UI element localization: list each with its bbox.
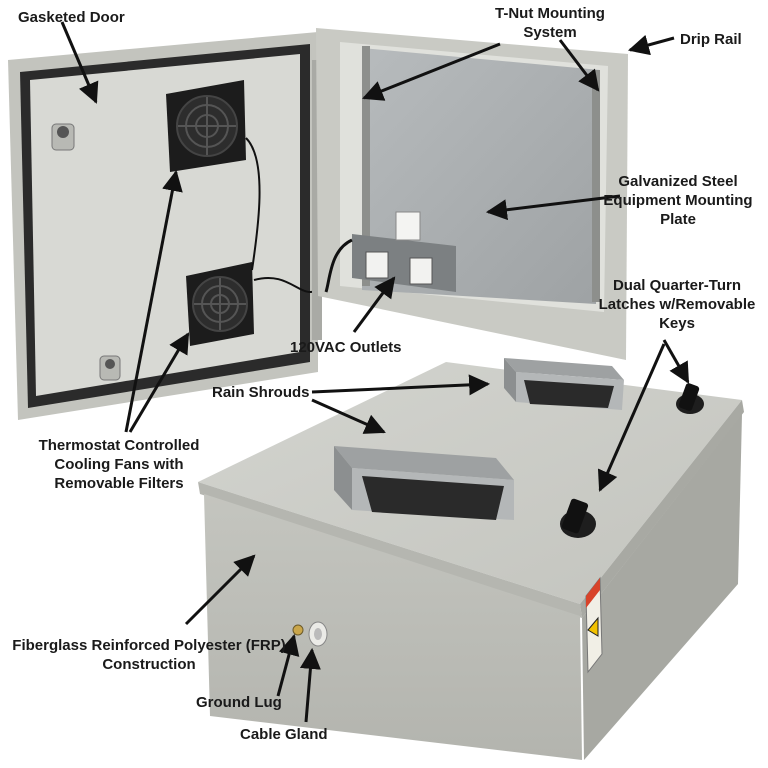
- enclosure-body-open: [316, 28, 628, 360]
- tnut-rail-right: [592, 70, 600, 302]
- arrow-latch-front: [597, 343, 666, 492]
- rain-shroud-front: [334, 446, 514, 520]
- label-gasketed-door: Gasketed Door: [18, 9, 125, 26]
- label-cable-gland: Cable Gland: [240, 726, 328, 743]
- ground-lug: [292, 624, 304, 636]
- arrow-ground-lug: [276, 633, 300, 697]
- arrow-tnut-right: [558, 39, 600, 92]
- closed-enclosure: [198, 358, 744, 760]
- label-cooling-fans: Thermostat Controlled Cooling Fans with …: [38, 437, 200, 492]
- arrow-fan-top: [124, 169, 183, 433]
- enclosure-front: [204, 494, 582, 760]
- arrow-latch-rear: [662, 339, 690, 384]
- arrow-cable-gland: [299, 647, 321, 723]
- quarter-turn-latch-rear: [676, 383, 704, 414]
- tnut-rail-left: [362, 46, 370, 286]
- door-hinge: [312, 60, 322, 340]
- arrow-tnut-left: [362, 42, 501, 101]
- gasketed-door: [8, 32, 319, 420]
- label-galvanized-plate: Galvanized Steel Equipment Mounting Plat…: [603, 173, 753, 228]
- arrow-rain-shroud-rear: [311, 374, 491, 396]
- arrow-galvanized-plate: [485, 194, 621, 221]
- quarter-turn-latch-front: [560, 498, 596, 538]
- label-outlets: 120VAC Outlets: [290, 339, 402, 356]
- arrow-fan-bottom: [128, 332, 190, 433]
- label-quarter-turn-latches: Dual Quarter-Turn Latches w/Removable Ke…: [598, 277, 756, 332]
- arrow-rain-shroud-front: [311, 398, 386, 434]
- enclosure-side: [582, 414, 742, 760]
- arrow-gasketed-door: [60, 21, 99, 104]
- label-rain-shrouds: Rain Shrouds: [212, 384, 310, 401]
- cable-gland: [308, 621, 328, 647]
- arrow-outlets: [352, 276, 396, 333]
- arrow-frp: [184, 554, 256, 626]
- callout-arrows: [60, 21, 690, 723]
- cooling-fan-top: [166, 80, 246, 172]
- warning-label: [585, 576, 603, 674]
- label-drip-rail: Drip Rail: [680, 31, 742, 48]
- arrow-drip-rail: [627, 34, 675, 56]
- label-tnut-mounting: T-Nut Mounting System: [495, 5, 605, 41]
- label-ground-lug: Ground Lug: [196, 694, 282, 711]
- label-frp-construction: Fiberglass Reinforced Polyester (FRP) Co…: [12, 637, 286, 673]
- rain-shroud-rear: [504, 358, 624, 410]
- cooling-fan-bottom: [186, 262, 254, 346]
